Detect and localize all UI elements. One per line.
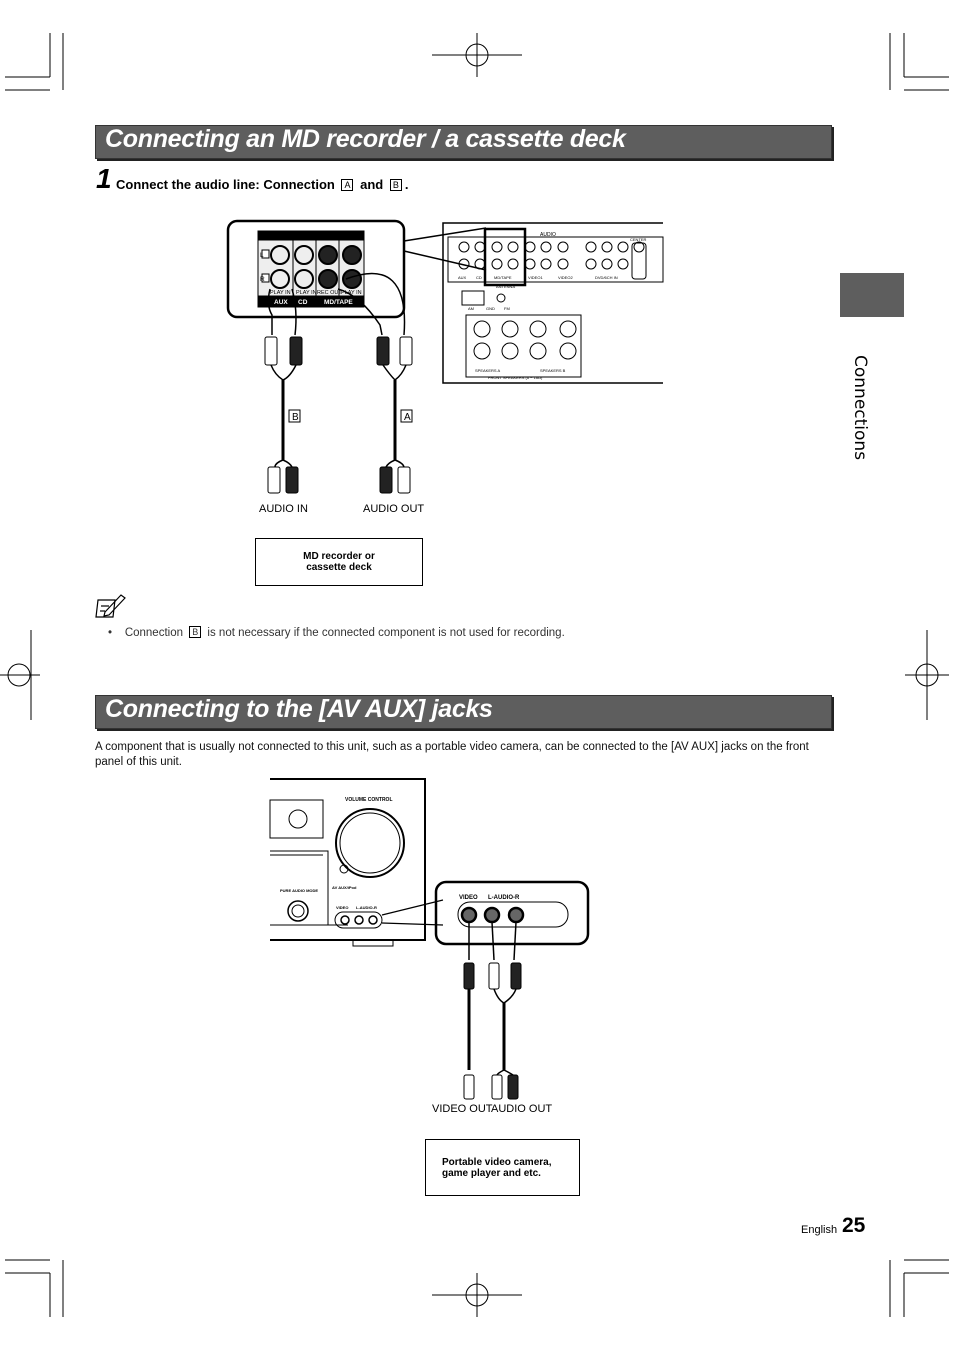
panel-group-md: MD/TAPE: [324, 299, 353, 306]
av-aux-diagram: VOLUME CONTROL PURE AUDIO MODE AV AUX/iP…: [269, 778, 590, 1100]
rear-audio-label: AUDIO: [540, 232, 556, 238]
memo-icon: [95, 594, 126, 618]
rear-mdtape-label: MD/TAPE: [494, 275, 512, 280]
step-end: .: [404, 177, 409, 192]
av-aux-small-label: AV AUX/iPod: [332, 885, 357, 890]
rear-aux-label: AUX: [458, 275, 467, 280]
rear-am-label: AM: [468, 306, 474, 311]
step-number: 1: [96, 163, 112, 194]
note-text: • Connection B is not necessary if the c…: [108, 626, 565, 639]
panel-sub-md: PLAY IN: [341, 290, 362, 296]
page-number: 25: [842, 1214, 866, 1237]
cable-b-tag: B: [292, 412, 299, 423]
step-instruction: Connect the audio line: Connection A and…: [116, 177, 409, 192]
section2-body: A component that is usually not connecte…: [95, 741, 809, 768]
rear-antenna-label: ANTENNA: [496, 284, 515, 289]
rear-gnd-label: GND: [486, 306, 495, 311]
rear-dvd-label: DVD/6CH IN: [595, 275, 618, 280]
footer-language: English: [801, 1224, 838, 1236]
zoom-video-label: VIDEO: [459, 895, 478, 901]
md-recorder-box: MD recorder or cassette deck: [255, 538, 423, 586]
audio-in-label: AUDIO IN: [259, 503, 308, 515]
connection-a-tag: A: [341, 179, 354, 191]
section-title-avaux: Connecting to the [AV AUX] jacks: [105, 695, 493, 723]
note-connection-tag: B: [189, 626, 202, 638]
panel-r-label: R: [260, 276, 265, 283]
pure-audio-label: PURE AUDIO MODE: [280, 888, 318, 893]
md-connection-diagram: L R PLAY IN PLAY IN REC OUT PLAY IN AUX …: [226, 219, 664, 494]
panel-group-cd: CD: [298, 299, 308, 306]
rear-speakers-b: SPEAKERS B: [540, 368, 566, 373]
panel-l-label: L: [260, 252, 264, 259]
section-banner-md: Connecting an MD recorder / a cassette d…: [95, 125, 832, 159]
panel-sub-rec: REC OUT: [317, 290, 342, 296]
rear-center-label: CENTER: [630, 237, 647, 242]
note-pre: Connection: [124, 627, 183, 639]
audio-out-label-2: AUDIO OUT: [491, 1103, 553, 1115]
section-tab: [840, 273, 904, 317]
rear-video2-label: VIDEO2: [558, 275, 573, 280]
rear-video1-label: VIDEO1: [528, 275, 543, 280]
step-and: and: [360, 177, 384, 192]
audio-small-label: L-AUDIO-R: [356, 905, 377, 910]
audio-out-label: AUDIO OUT: [363, 503, 425, 515]
connection-b-tag: B: [389, 179, 402, 191]
rear-cd-label: CD: [476, 275, 482, 280]
panel-sub-cd: PLAY IN: [296, 290, 317, 296]
note-post: is not necessary if the connected compon…: [207, 627, 565, 639]
cable-a-tag: A: [404, 412, 411, 423]
video-out-label: VIDEO OUT: [432, 1103, 493, 1115]
video-small-label: VIDEO: [336, 905, 348, 910]
portable-device-box: Portable video camera, game player and e…: [425, 1139, 580, 1196]
step-text: Connect the audio line: Connection: [116, 177, 335, 192]
rear-speakers-a: SPEAKERS A: [475, 368, 500, 373]
zoom-audio-label: L-AUDIO-R: [488, 895, 520, 901]
volume-control-label: VOLUME CONTROL: [345, 797, 393, 803]
side-tab-label: Connections: [850, 355, 870, 461]
note-bullet: •: [108, 627, 113, 639]
panel-group-aux: AUX: [274, 299, 288, 306]
rear-fm-label: FM: [504, 306, 510, 311]
rear-front-speakers: FRONT SPEAKERS (6 ~ 16Ω): [488, 375, 543, 380]
section-title-md: Connecting an MD recorder / a cassette d…: [105, 125, 626, 153]
section-banner-avaux: Connecting to the [AV AUX] jacks: [95, 695, 832, 729]
panel-sub-aux: PLAY IN: [270, 290, 291, 296]
